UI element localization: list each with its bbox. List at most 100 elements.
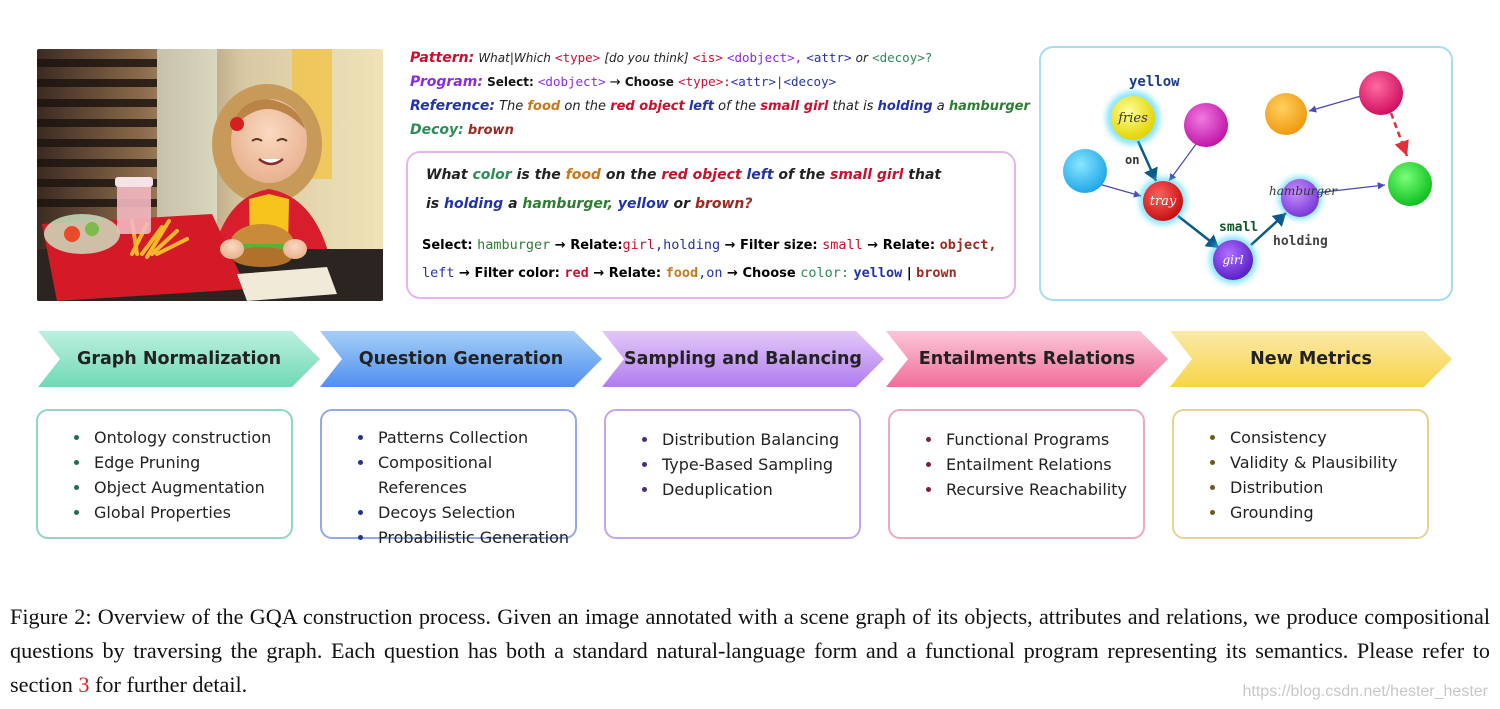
prog-red: red — [564, 265, 589, 281]
pattern-attr: <attr> — [806, 50, 852, 65]
figure-caption: Figure 2: Overview of the GQA constructi… — [10, 600, 1490, 702]
stage-2: Question Generation — [320, 331, 602, 387]
bullet-item: Decoys Selection — [358, 500, 575, 525]
graph-node-green — [1388, 162, 1432, 206]
graph-node-hamburger — [1281, 179, 1319, 217]
stage-arrow-shape — [602, 331, 884, 387]
prog-arrow: → — [593, 266, 605, 281]
question-word-holding: holding — [444, 196, 504, 212]
program-arrow: → — [609, 75, 621, 90]
program-line: Program: Select: <dobject> → Choose <typ… — [410, 74, 836, 90]
bullet-item: Type-Based Sampling — [642, 452, 859, 477]
program-rest: <attr>|<decoy> — [730, 74, 837, 89]
reference-hamburger: hamburger — [948, 99, 1030, 114]
graph-label-yellow: yellow — [1129, 74, 1180, 90]
reference-text: of the — [718, 99, 757, 114]
graph-label-girl: girl — [1222, 253, 1243, 267]
graph-label-tray: tray — [1150, 194, 1177, 209]
prog-hamburger: hamburger — [477, 237, 551, 253]
graph-edge-holding — [1250, 212, 1287, 246]
decoy-line: Decoy: brown — [410, 122, 514, 138]
prog-bar: | — [906, 266, 912, 281]
question-word: of the — [778, 167, 826, 183]
prog-relate: Relate: — [882, 238, 936, 253]
prog-choose: Choose — [742, 266, 796, 281]
bullet-item: Grounding — [1210, 500, 1427, 525]
watermark: https://blog.csdn.net/hester_hester — [1242, 683, 1488, 700]
stage-label: Entailments Relations — [918, 349, 1136, 369]
program-line-1: Select: hamburger → Relate:girl,holding … — [422, 237, 996, 253]
caption-text-end: for further detail. — [89, 672, 248, 697]
reference-red-object: red object — [610, 99, 685, 114]
reference-text: on the — [564, 99, 607, 114]
stage-arrow-shape — [886, 331, 1168, 387]
caption-section-link[interactable]: 3 — [78, 672, 90, 697]
graph-edge — [1308, 95, 1362, 113]
stage-label: Question Generation — [358, 349, 564, 369]
question-line-1: What color is the food on the red object… — [426, 167, 941, 183]
prog-relate: Relate: — [608, 266, 662, 281]
graph-label-on: on — [1125, 153, 1139, 167]
caption-text: Figure 2: Overview of the GQA constructi… — [10, 604, 1490, 697]
prog-filter-color: Filter color: — [474, 266, 560, 281]
scene-photo — [37, 49, 383, 301]
question-word-yellow: yellow — [617, 196, 669, 212]
stage-5: New Metrics — [1170, 331, 1452, 387]
bullet-item: Deduplication — [642, 477, 859, 502]
bullet-item: Recursive Reachability — [926, 477, 1143, 502]
graph-node-cyan — [1063, 149, 1107, 193]
scene-graph: yellow fries on tray small girl hamburge… — [1063, 71, 1432, 284]
prog-left: left — [422, 265, 455, 281]
bullet-item: Distribution — [1210, 475, 1427, 500]
prog-color: color: — [800, 265, 850, 281]
question-word: or — [673, 196, 691, 212]
question-word-red-object: red object — [661, 167, 742, 183]
graph-edge — [1314, 182, 1386, 194]
graph-label-fries: fries — [1117, 111, 1148, 126]
question-word-food: food — [565, 167, 601, 183]
bullet-item: Global Properties — [74, 500, 291, 525]
prog-arrow: → — [554, 238, 566, 253]
scene-graph-box: yellow fries on tray small girl hamburge… — [1039, 46, 1453, 301]
graph-label-small: small — [1219, 220, 1258, 235]
stage-label: Sampling and Balancing — [624, 349, 862, 369]
stage-1: Graph Normalization — [38, 331, 320, 387]
bullet-item: Patterns Collection — [358, 425, 575, 450]
bullet-item: Functional Programs — [926, 427, 1143, 452]
graph-node-orange — [1265, 93, 1307, 135]
stage-label: Graph Normalization — [76, 349, 282, 369]
reference-text: a — [936, 99, 945, 114]
bullet-item: Distribution Balancing — [642, 427, 859, 452]
graph-node-girl — [1213, 240, 1253, 280]
question-word: that — [908, 167, 942, 183]
prog-arrow: → — [459, 266, 470, 281]
question-word: is — [426, 196, 440, 212]
decoy-label: Decoy: — [410, 122, 464, 138]
question-word: on the — [605, 167, 657, 183]
program-line-2: left → Filter color: red → Relate: food,… — [422, 265, 957, 281]
prog-small: small — [822, 237, 863, 253]
pattern-decoy: <decoy>? — [872, 50, 933, 65]
stage-4: Entailments Relations — [886, 331, 1168, 387]
decoy-value: brown — [467, 123, 514, 138]
bullet-item: Edge Pruning — [74, 450, 291, 475]
prog-on: ,on — [698, 265, 723, 281]
reference-left: left — [688, 99, 714, 114]
bullet-item: Ontology construction — [74, 425, 291, 450]
graph-node-tray — [1143, 181, 1183, 221]
graph-node-pink — [1359, 71, 1403, 115]
stage-3: Sampling and Balancing — [602, 331, 884, 387]
stage-arrow-shape — [38, 331, 320, 387]
graph-edge — [1168, 139, 1200, 182]
graph-edge-on — [1136, 140, 1158, 182]
reference-holding: holding — [877, 99, 933, 114]
bullet-item: Entailment Relations — [926, 452, 1143, 477]
reference-small-girl: small girl — [760, 99, 829, 114]
pattern-mid: [do you think] — [604, 51, 689, 65]
